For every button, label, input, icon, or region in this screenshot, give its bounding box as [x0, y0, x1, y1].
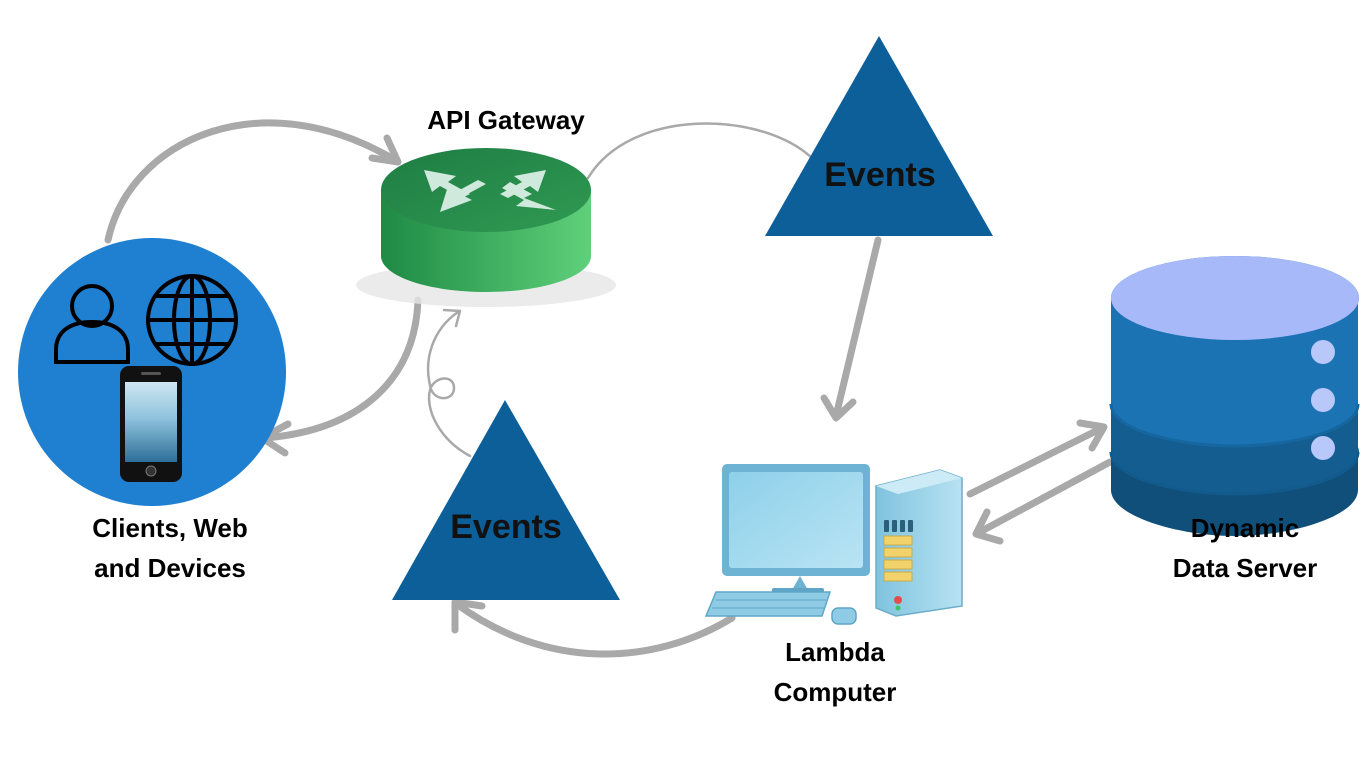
clients-node — [18, 238, 286, 506]
gateway-node — [356, 148, 616, 307]
lambda-label: Lambda Computer — [720, 632, 950, 712]
user-icon — [54, 284, 130, 364]
router-arrows-icon — [424, 170, 556, 212]
line-gateway-to-events — [586, 122, 814, 180]
desktop-computer-icon — [704, 464, 963, 625]
router-icon — [381, 148, 591, 232]
line-events-to-gateway — [426, 310, 472, 458]
clients-label: Clients, Web and Devices — [60, 508, 280, 588]
clients-label-line1: Clients, Web — [92, 513, 248, 543]
globe-icon — [146, 274, 238, 366]
connectors — [104, 119, 1114, 658]
arrowhead-events-to-lambda — [820, 394, 857, 422]
database-label: Dynamic Data Server — [1130, 508, 1360, 588]
arrowhead-lambda-to-database — [1076, 419, 1108, 452]
arrow-clients-to-gateway — [104, 119, 399, 244]
database-icon — [1109, 256, 1360, 536]
lambda-label-line2: Computer — [773, 677, 897, 707]
database-label-line1: Dynamic — [1190, 513, 1300, 543]
arrow-gateway-to-clients — [261, 296, 422, 442]
clients-label-line2: and Devices — [94, 553, 246, 583]
events-bottom-triangle — [392, 400, 620, 600]
gateway-label: API Gateway — [427, 105, 585, 135]
arrowhead-events-to-gateway — [442, 308, 462, 328]
arrow-lambda-to-database — [966, 424, 1106, 498]
events-bottom-label: Events — [450, 508, 562, 546]
arrow-database-to-lambda — [974, 458, 1114, 537]
database-label-line2: Data Server — [1172, 553, 1318, 583]
arrowhead-database-to-lambda — [972, 508, 1004, 545]
smartphone-icon — [120, 366, 182, 482]
arrowhead-clients-to-gateway — [368, 134, 402, 166]
arrow-lambda-to-events — [454, 601, 736, 658]
events-top-triangle — [765, 36, 993, 236]
events-top-label: Events — [824, 156, 936, 194]
arrowhead-lambda-to-events — [451, 598, 486, 634]
lambda-label-line1: Lambda — [785, 637, 885, 667]
arrow-events-to-lambda — [832, 236, 882, 420]
